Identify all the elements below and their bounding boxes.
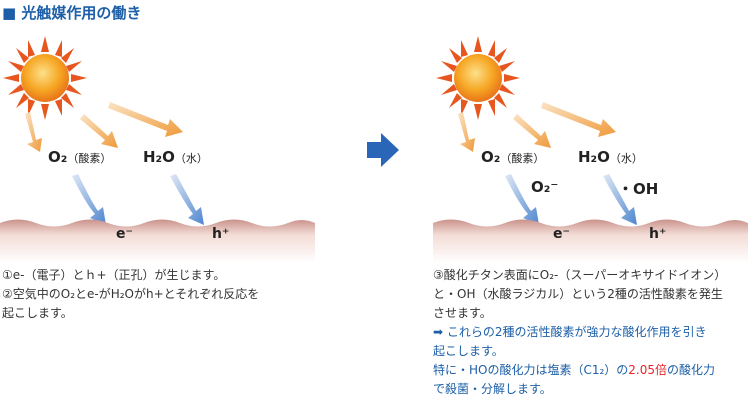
caption-line: ③酸化チタン表面にO₂-（スーパーオキサイドイオン） — [433, 268, 727, 282]
o2-label: O₂（酸素） — [481, 148, 545, 166]
surface-layer — [433, 219, 748, 263]
final-line: で殺菌・分解します。 — [433, 382, 552, 396]
panel-right: O₂（酸素） H₂O（水） O₂⁻ ・OH e⁻ h⁺ — [433, 28, 748, 263]
h2o-label: H₂O（水） — [578, 148, 643, 166]
caption-line: と・OH（水酸ラジカル）という2種の活性酸素を発生 — [433, 287, 723, 301]
panel-left-diagram — [0, 28, 315, 263]
superoxide-label: O₂⁻ — [531, 178, 559, 196]
hole-label: h⁺ — [649, 226, 667, 242]
surface-layer — [0, 219, 315, 263]
panel-left: O₂（酸素） H₂O（水） e⁻ h⁺ — [0, 28, 315, 263]
emphasis-line: 起こします。 — [433, 344, 504, 358]
o2-label: O₂（酸素） — [48, 148, 112, 166]
electron-label: e⁻ — [116, 226, 133, 242]
emphasis-line: ➡ これらの2種の活性酸素が強力な酸化作用を引き — [433, 325, 707, 339]
caption-left: ①e-（電子）とｈ+（正孔）が生じます。 ②空気中のO₂とe-がH₂Oがh+とそ… — [2, 266, 332, 323]
caption-line: させます。 — [433, 306, 492, 320]
caption-line: ①e-（電子）とｈ+（正孔）が生じます。 — [2, 268, 226, 282]
right-arrow-icon — [367, 133, 399, 171]
hole-label: h⁺ — [212, 226, 230, 242]
caption-line: 起こします。 — [2, 306, 73, 320]
page-title: ■ 光触媒作用の働き — [2, 4, 142, 22]
panel-right-diagram — [433, 28, 748, 263]
sun-icon — [436, 36, 520, 120]
caption-line: ②空気中のO₂とe-がH₂Oがh+とそれぞれ反応を — [2, 287, 260, 301]
oxidation-power-line: 特に・HOの酸化力は塩素（C1₂）の2.05倍の酸化力 — [433, 363, 716, 377]
caption-right: ③酸化チタン表面にO₂-（スーパーオキサイドイオン） と・OH（水酸ラジカル）と… — [433, 266, 750, 399]
electron-label: e⁻ — [553, 226, 570, 242]
sun-icon — [3, 36, 87, 120]
hydroxyl-label: ・OH — [618, 180, 659, 198]
h2o-label: H₂O（水） — [143, 148, 208, 166]
highlight-value: 2.05倍 — [628, 363, 668, 377]
